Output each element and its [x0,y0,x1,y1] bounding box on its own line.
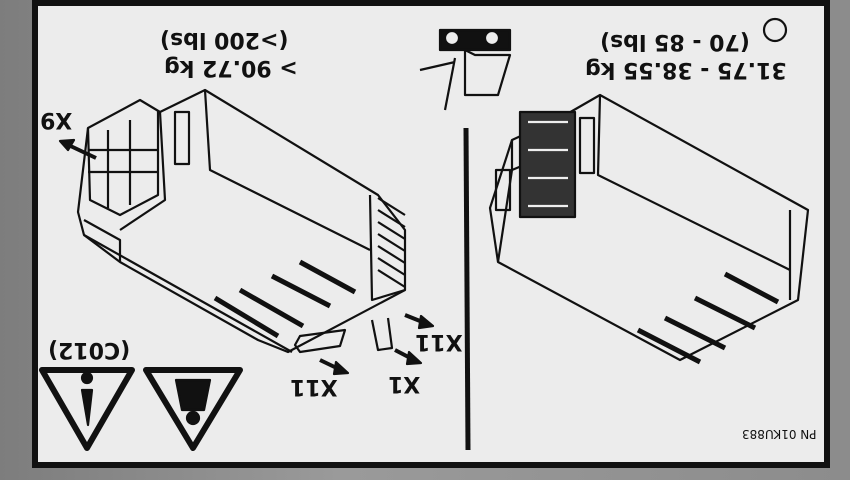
connector-label-x9: X9 [40,107,73,132]
mark-icon [762,17,788,43]
connector-label-x11-upper: X11 [415,329,463,354]
part-number: PN 01KU883 [742,427,817,441]
connector-label-x1: X1 [388,371,421,396]
right-weight-kg: 31.75 - 38.55 kg [585,57,787,82]
warning-code: (C012) [48,337,131,362]
right-server-drawing [488,93,810,365]
left-weight-kg: > 90.72 kg [164,55,298,80]
lift-device-icon [419,28,512,111]
warning-triangle-icon [39,367,135,451]
connector-label-x11-lower: X11 [290,374,338,399]
hazard-triangle-icon [143,367,243,451]
left-weight-lbs: (>200 lbs) [160,27,289,52]
panel-divider [463,127,471,451]
safety-label [32,0,830,468]
left-server-drawing [58,88,435,376]
right-weight-lbs: (70 - 85 lbs) [600,29,750,54]
